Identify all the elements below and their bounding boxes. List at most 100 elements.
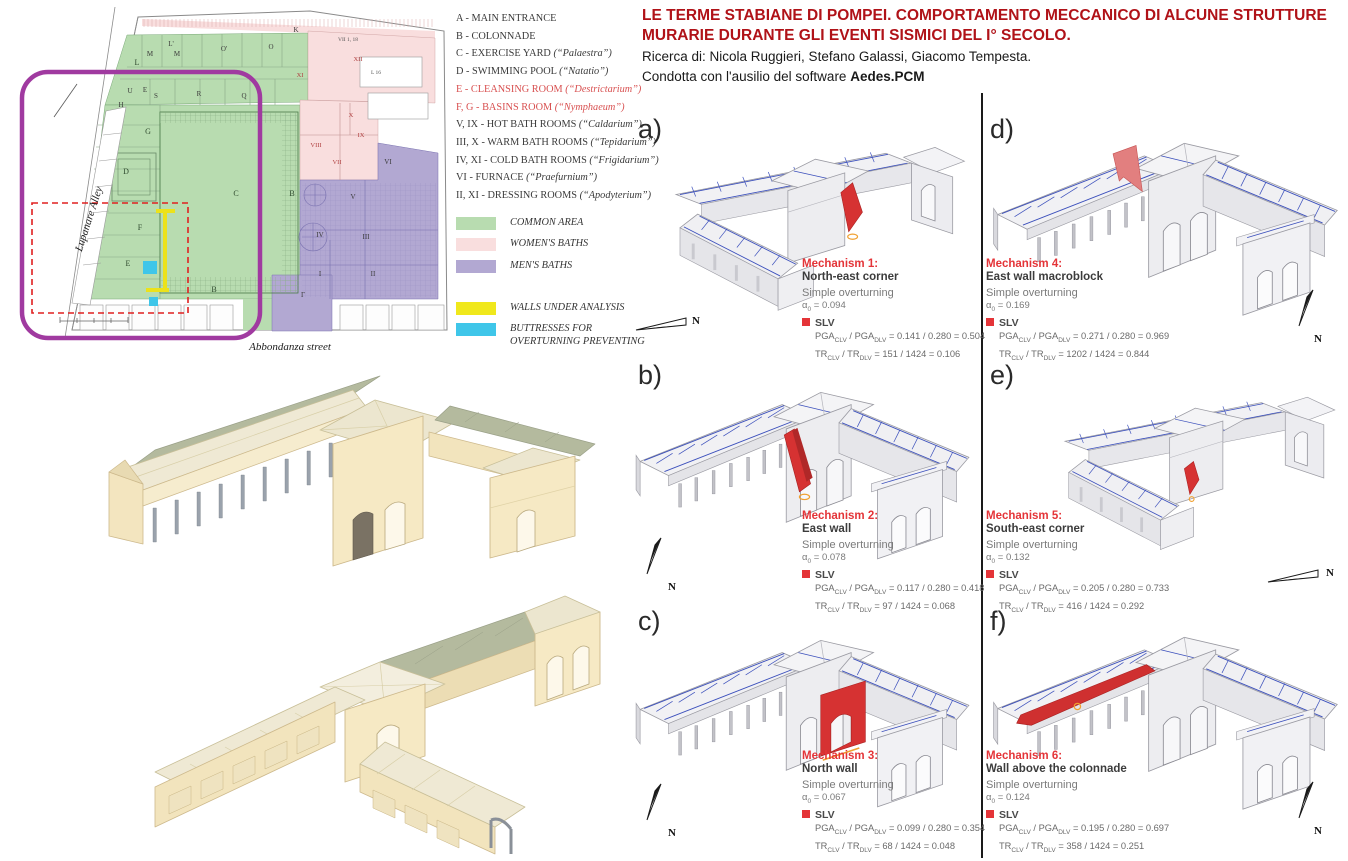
- svg-text:L 16: L 16: [371, 70, 381, 76]
- panel-column-divider: [981, 93, 983, 858]
- mechanism-name: North-east corner: [802, 271, 899, 283]
- slv-square-icon: [802, 318, 810, 327]
- svg-text:L': L': [168, 40, 174, 48]
- svg-text:Γ: Γ: [301, 291, 305, 299]
- mechanism-4-highlight: [1112, 145, 1143, 193]
- mechanism-6-highlight: [1016, 664, 1156, 726]
- mechanism-2-info: Mechanism 2: East wall Simple overturnin…: [802, 510, 984, 617]
- legend-item: C - EXERCISE YARD (“Palaestra”): [456, 48, 612, 60]
- alpha-value: α0 = 0.169: [986, 299, 1030, 313]
- color-legend-row: MEN'S BATHS: [456, 260, 572, 273]
- pga-formula: PGACLV / PGADLV = 0.205 / 0.280 = 0.733: [999, 583, 1170, 597]
- pga-formula: PGACLV / PGADLV = 0.141 / 0.280 = 0.504: [815, 331, 986, 345]
- panel-label: d): [990, 114, 1015, 144]
- map-shops-alley: [71, 106, 127, 306]
- authors-line: Ricerca di: Nicola Ruggieri, Stefano Gal…: [642, 49, 1032, 64]
- panel-f: f) N Mechanism 6: Wall above the colonna…: [984, 600, 1346, 858]
- legend-item: III, X - WARM BATH ROOMS (“Tepidarium”): [456, 136, 656, 148]
- north-arrow-a: N: [635, 315, 700, 331]
- mechanism-name: East wall: [802, 523, 852, 535]
- svg-text:H: H: [118, 101, 123, 109]
- mechanism-1-highlight: [840, 182, 863, 233]
- svg-text:VII: VII: [332, 159, 341, 166]
- svg-text:VIII: VIII: [310, 142, 321, 149]
- map-legend: A - MAIN ENTRANCE B - COLONNADE C - EXER…: [456, 10, 659, 205]
- legend-item: IV, XI - COLD BATH ROOMS (“Frigidarium”): [456, 154, 659, 166]
- swatch-walls-under-analysis: [456, 302, 496, 315]
- pga-formula: PGACLV / PGADLV = 0.271 / 0.280 = 0.969: [999, 331, 1170, 345]
- map-walls-under-analysis: [146, 209, 175, 292]
- svg-text:III: III: [363, 233, 371, 241]
- svg-text:I: I: [319, 270, 322, 278]
- north-arrow-f: N: [1298, 781, 1322, 837]
- mechanism-type: Simple overturning: [986, 538, 1078, 551]
- panel-c: c) N Mechanism 3: North wall Simple over…: [630, 600, 985, 858]
- panel-a: a) N Mechanism 1: North-east corner Simp…: [630, 110, 986, 362]
- svg-text:VI: VI: [384, 158, 392, 166]
- map-partitions-purple: [298, 180, 438, 299]
- mechanism-type: Simple overturning: [802, 778, 894, 791]
- mechanism-model-a: [675, 146, 965, 311]
- alpha-value: α0 = 0.094: [802, 299, 846, 313]
- mechanism-5-highlight: [1184, 460, 1200, 496]
- mechanism-title: Mechanism 5:: [986, 510, 1063, 522]
- mechanism-name: South-east corner: [986, 523, 1085, 535]
- map-buttresses: [143, 261, 158, 306]
- mechanism-name: North wall: [802, 763, 858, 775]
- svg-text:O: O: [268, 43, 273, 51]
- slv-square-icon: [802, 570, 810, 579]
- svg-text:M: M: [174, 50, 181, 58]
- mechanism-type: Simple overturning: [802, 286, 894, 299]
- map-white-block-L16b: [367, 92, 429, 120]
- north-arrow-b: N: [646, 537, 676, 593]
- mechanism-title: Mechanism 4:: [986, 258, 1063, 270]
- tr-formula: TRCLV / TRDLV = 1202 / 1424 = 0.844: [999, 348, 1150, 362]
- svg-text:N: N: [1314, 333, 1322, 345]
- legend-item: V, IX - HOT BATH ROOMS (“Caldarium”): [456, 119, 642, 131]
- mechanism-name: Wall above the colonnade: [986, 763, 1127, 775]
- mechanism-3-info: Mechanism 3: North wall Simple overturni…: [802, 750, 985, 857]
- color-legend-row: COMMON AREA: [456, 217, 583, 230]
- mechanism-2-highlight: [783, 428, 811, 493]
- color-legend-row: BUTTRESSES FOR OVERTURNING PREVENTING: [456, 323, 645, 348]
- title-block: LE TERME STABIANE DI POMPEI. COMPORTAMEN…: [642, 6, 1344, 86]
- svg-text:X: X: [349, 112, 354, 119]
- mechanism-type: Simple overturning: [986, 778, 1078, 791]
- svg-text:N: N: [1314, 825, 1322, 837]
- mechanism-model-b: [635, 391, 970, 560]
- reconstruction-model-south: [154, 595, 601, 855]
- svg-text:II: II: [371, 270, 376, 278]
- swatch-common-area: [456, 217, 496, 230]
- color-legend-row: WALLS UNDER ANALYSIS: [456, 302, 624, 315]
- svg-text:F: F: [138, 223, 143, 232]
- slv-square-icon: [986, 810, 994, 819]
- slv-square-icon: [802, 810, 810, 819]
- slv-square-icon: [986, 318, 994, 327]
- svg-text:C: C: [233, 189, 238, 198]
- slv-row: SLV: [986, 568, 1164, 582]
- panel-label: e): [990, 360, 1015, 390]
- tr-formula: TRCLV / TRDLV = 416 / 1424 = 0.292: [999, 600, 1145, 614]
- color-legend-row: WOMEN'S BATHS: [456, 238, 588, 251]
- svg-text:L: L: [135, 58, 140, 67]
- map-north-needle: [53, 83, 78, 118]
- svg-text:B: B: [211, 285, 216, 294]
- panel-label: c): [638, 606, 661, 636]
- colonnade-columns: [152, 442, 333, 543]
- svg-text:D: D: [123, 167, 129, 176]
- mechanism-title: Mechanism 6:: [986, 750, 1063, 762]
- svg-text:G: G: [145, 127, 151, 136]
- mechanism-title: Mechanism 1:: [802, 258, 879, 270]
- svg-text:O': O': [221, 45, 227, 53]
- map-analysis-dashed-box: [31, 202, 189, 314]
- mechanism-title: Mechanism 2:: [802, 510, 879, 522]
- mechanism-5-info: Mechanism 5: South-east corner Simple ov…: [986, 510, 1170, 617]
- mechanism-model-f: [993, 636, 1338, 810]
- slv-row: SLV: [802, 568, 980, 582]
- svg-text:XI: XI: [297, 72, 304, 79]
- map-white-block-L16: [359, 56, 423, 88]
- slv-square-icon: [986, 570, 994, 579]
- mechanism-name: East wall macroblock: [986, 271, 1103, 283]
- north-arrow-d: N: [1298, 289, 1322, 345]
